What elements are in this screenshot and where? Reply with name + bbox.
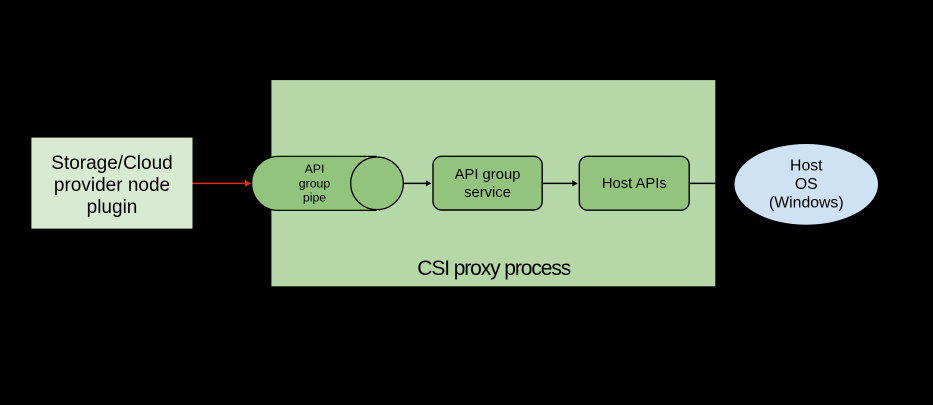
svg-text:Host APIs: Host APIs bbox=[602, 176, 667, 192]
svg-text:CSI proxy process: CSI proxy process bbox=[417, 257, 570, 280]
svg-text:plugin: plugin bbox=[87, 197, 138, 218]
svg-text:API group: API group bbox=[455, 167, 521, 183]
svg-text:Host: Host bbox=[790, 158, 823, 175]
svg-text:group: group bbox=[299, 176, 331, 190]
svg-text:provider node: provider node bbox=[54, 175, 170, 196]
svg-text:OS: OS bbox=[795, 176, 818, 193]
svg-text:(Windows): (Windows) bbox=[769, 195, 844, 212]
svg-text:service: service bbox=[464, 185, 511, 201]
svg-text:pipe: pipe bbox=[303, 190, 326, 204]
svg-text:Storage/Cloud: Storage/Cloud bbox=[51, 153, 172, 174]
svg-text:API: API bbox=[305, 162, 325, 176]
